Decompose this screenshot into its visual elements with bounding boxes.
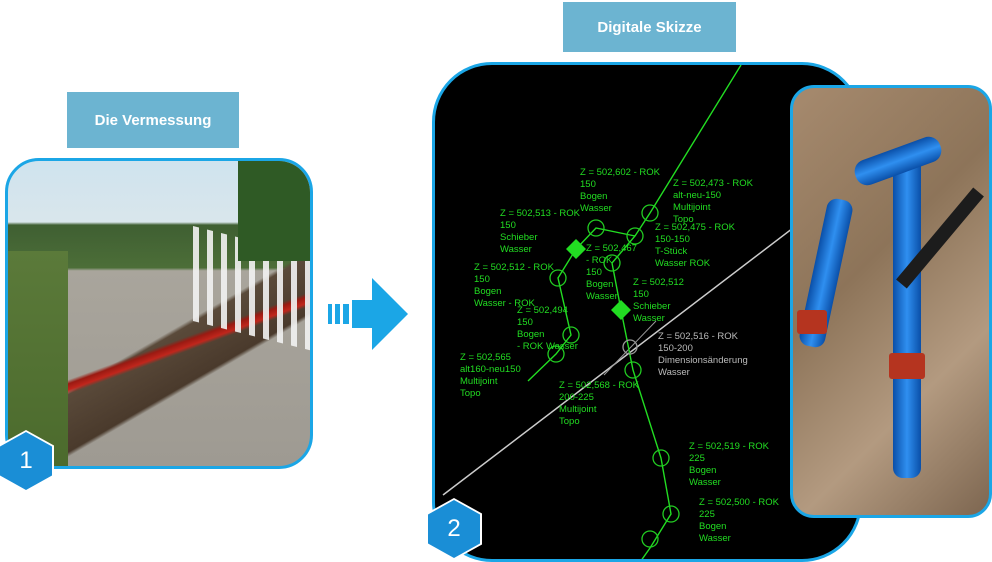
- sketch-label-line: Z = 502,473 - ROK: [673, 178, 754, 189]
- arrow-icon: [328, 278, 410, 350]
- sketch-label-line: T-Stück: [655, 246, 687, 257]
- sketch-label-line: Bogen: [517, 329, 544, 340]
- sketch-label-line: Wasser: [586, 291, 618, 302]
- sketch-label-line: Wasser: [500, 244, 532, 255]
- node-circle: [562, 326, 580, 344]
- node-circle: [641, 530, 659, 548]
- step1-title: Die Vermessung: [67, 92, 239, 148]
- pipe-line-main: [611, 65, 742, 559]
- sketch-label-line: Schieber: [633, 301, 671, 312]
- sketch-label-line: Wasser ROK: [655, 258, 711, 269]
- sketch-label-line: Wasser: [689, 477, 721, 488]
- sketch-label-line: Schieber: [500, 232, 538, 243]
- sketch-label-line: alt160-neu150: [460, 364, 521, 375]
- sketch-label-line: - ROK: [586, 255, 613, 266]
- sketch-label-line: 150: [517, 317, 533, 328]
- valve-diamond: [566, 239, 586, 259]
- step2-title-text: Digitale Skizze: [597, 18, 702, 36]
- step2-badge-number: 2: [447, 515, 461, 542]
- sketch-label-line: Z = 502,494: [517, 305, 568, 316]
- sketch-label-line: Z = 502,512 - ROK: [474, 262, 555, 273]
- node-circle: [662, 505, 680, 523]
- sketch-label-line: Dimensionsänderung: [658, 355, 748, 366]
- sketch-label-line: 150: [580, 179, 596, 190]
- sketch-label-line: 150: [474, 274, 490, 285]
- sketch-label-line: 150-150: [655, 234, 690, 245]
- sketch-label-line: - ROK Wasser: [517, 341, 578, 352]
- sketch-label-line: Z = 502,565: [460, 352, 511, 363]
- blue-pipe: [893, 148, 921, 478]
- sketch-label-line: Wasser: [580, 203, 612, 214]
- sketch-label-line: 150: [586, 267, 602, 278]
- node-circle-gray: [622, 339, 638, 355]
- sketch-label-line: Z = 502,516 - ROK: [658, 331, 739, 342]
- sketch-label-line: Topo: [559, 416, 580, 427]
- grass: [8, 251, 68, 466]
- sketch-label-line: Bogen: [586, 279, 613, 290]
- hedge: [238, 161, 310, 261]
- valve-diamond: [611, 300, 631, 320]
- node-circle: [641, 204, 659, 222]
- node-circle: [624, 361, 642, 379]
- sketch-label-line: Wasser: [699, 533, 731, 544]
- sketch-label-line: Z = 502,500 - ROK: [699, 497, 780, 508]
- node-circle: [652, 449, 670, 467]
- node-circle: [626, 227, 644, 245]
- sketch-label-line: Z = 502,519 - ROK: [689, 441, 770, 452]
- sketch-label-line: Z = 502,475 - ROK: [655, 222, 736, 233]
- sketch-label-line: Bogen: [699, 521, 726, 532]
- sketch-label-line: Z = 502,512: [633, 277, 684, 288]
- sketch-label-line: Topo: [673, 214, 694, 225]
- sketch-label-line: Multijoint: [460, 376, 498, 387]
- node-circle: [547, 345, 565, 363]
- pipe-line-branch: [527, 227, 636, 382]
- sketch-label-line: Z = 502,513 - ROK: [500, 208, 581, 219]
- sketch-label-line: Wasser: [633, 313, 665, 324]
- sketch-label-line: Bogen: [474, 286, 501, 297]
- survey-photo: [5, 158, 313, 469]
- step1-badge-number: 1: [19, 447, 33, 474]
- sketch-label-line: 200-225: [559, 392, 594, 403]
- step1-title-text: Die Vermessung: [94, 111, 212, 129]
- sketch-label-line: Z = 502,602 - ROK: [580, 167, 661, 178]
- pipe-photo: [790, 85, 992, 518]
- sketch-label-line: Z = 502,467: [586, 243, 637, 254]
- sketch-label-line: Multijoint: [559, 404, 597, 415]
- sketch-label-line: Wasser - ROK: [474, 298, 536, 309]
- sketch-label-line: Wasser: [658, 367, 690, 378]
- sketch-label-line: alt-neu-150: [673, 190, 721, 201]
- sketch-label-line: 225: [689, 453, 705, 464]
- sketch-label-line: Z = 502,568 - ROK: [559, 380, 640, 391]
- node-circle: [587, 219, 605, 237]
- red-coupling: [797, 310, 827, 334]
- sketch-label-line: 150: [500, 220, 516, 231]
- red-coupling: [889, 353, 925, 379]
- dimension-leader-line: [603, 320, 657, 376]
- sketch-label-line: Multijoint: [673, 202, 711, 213]
- node-circle: [549, 269, 567, 287]
- sketch-label-line: 150-200: [658, 343, 693, 354]
- sketch-label-line: Bogen: [689, 465, 716, 476]
- sketch-label-line: 150: [633, 289, 649, 300]
- sketch-label-line: Topo: [460, 388, 481, 399]
- step2-title: Digitale Skizze: [563, 2, 736, 52]
- sketch-label-line: 225: [699, 509, 715, 520]
- sketch-label-line: Bogen: [580, 191, 607, 202]
- node-circle: [603, 254, 621, 272]
